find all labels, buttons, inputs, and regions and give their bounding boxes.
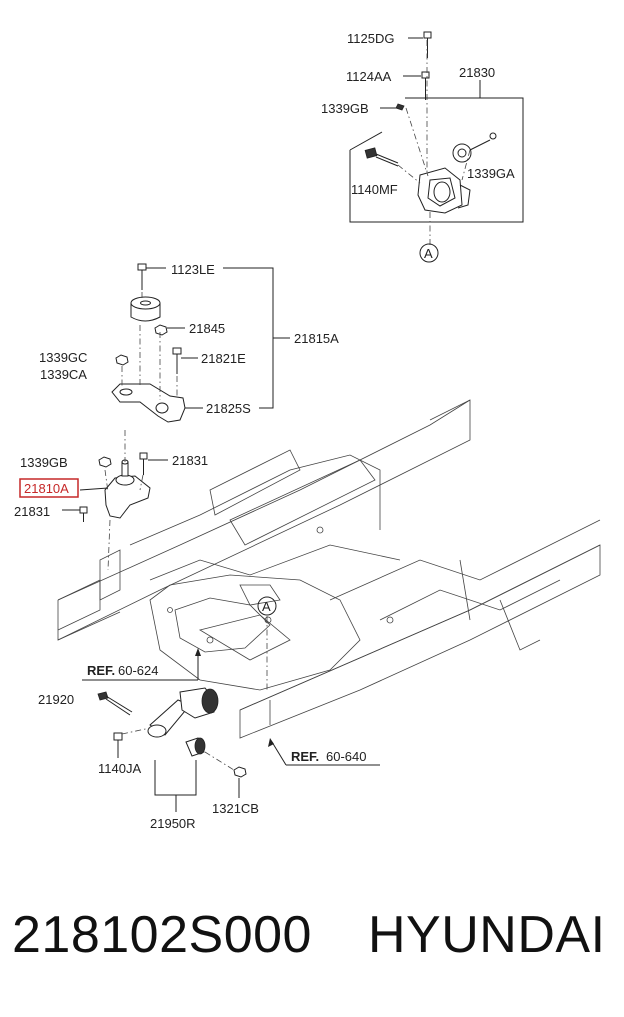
ref-60-624-prefix: REF. bbox=[87, 663, 115, 678]
label-1123le: 1123LE bbox=[171, 262, 215, 277]
label-21831-left: 21831 bbox=[14, 504, 50, 519]
detail-21830-group bbox=[349, 31, 524, 263]
label-21950r: 21950R bbox=[150, 816, 196, 831]
label-21920: 21920 bbox=[38, 692, 74, 707]
label-21831-right: 21831 bbox=[172, 453, 208, 468]
detail-21810a-mount bbox=[62, 430, 168, 571]
label-1140mf: 1140MF bbox=[351, 182, 398, 197]
label-1125dg: 1125DG bbox=[347, 31, 394, 46]
detail-21950r-group bbox=[82, 596, 380, 812]
ref-60-640-prefix: REF. bbox=[291, 749, 319, 764]
label-1339ga: 1339GA bbox=[467, 166, 515, 181]
label-1140ja: 1140JA bbox=[98, 761, 141, 776]
detail-21815a-group bbox=[111, 263, 290, 423]
label-21825s: 21825S bbox=[206, 401, 251, 416]
ref-60-624-number: 60-624 bbox=[118, 663, 158, 678]
parts-diagram: 1125DG 1124AA 21830 1339GB 1140MF 1339GA… bbox=[14, 31, 601, 831]
label-1339gb-top: 1339GB bbox=[321, 101, 369, 116]
label-1124aa: 1124AA bbox=[346, 69, 392, 84]
label-1339gc: 1339GC bbox=[39, 350, 87, 365]
highlight-box-21810a bbox=[19, 478, 79, 498]
label-21845: 21845 bbox=[189, 321, 225, 336]
chassis-frame bbox=[57, 399, 601, 739]
label-21815a: 21815A bbox=[294, 331, 339, 346]
ref-60-640-number: 60-640 bbox=[326, 749, 366, 764]
label-21810a-highlighted: 21810A bbox=[24, 481, 69, 496]
label-1339gb-mid: 1339GB bbox=[20, 455, 68, 470]
label-circle-a-top: A bbox=[424, 246, 433, 261]
label-1321cb: 1321CB bbox=[212, 801, 259, 816]
brand-text: HYUNDAI bbox=[368, 906, 606, 964]
label-1339ca: 1339CA bbox=[40, 367, 87, 382]
label-circle-a-frame: A bbox=[262, 599, 271, 614]
part-number-text: 218102S000 bbox=[12, 906, 312, 964]
label-21821e: 21821E bbox=[201, 351, 246, 366]
part-labels: 1125DG 1124AA 21830 1339GB 1140MF 1339GA… bbox=[14, 31, 515, 831]
label-21830: 21830 bbox=[459, 65, 495, 80]
